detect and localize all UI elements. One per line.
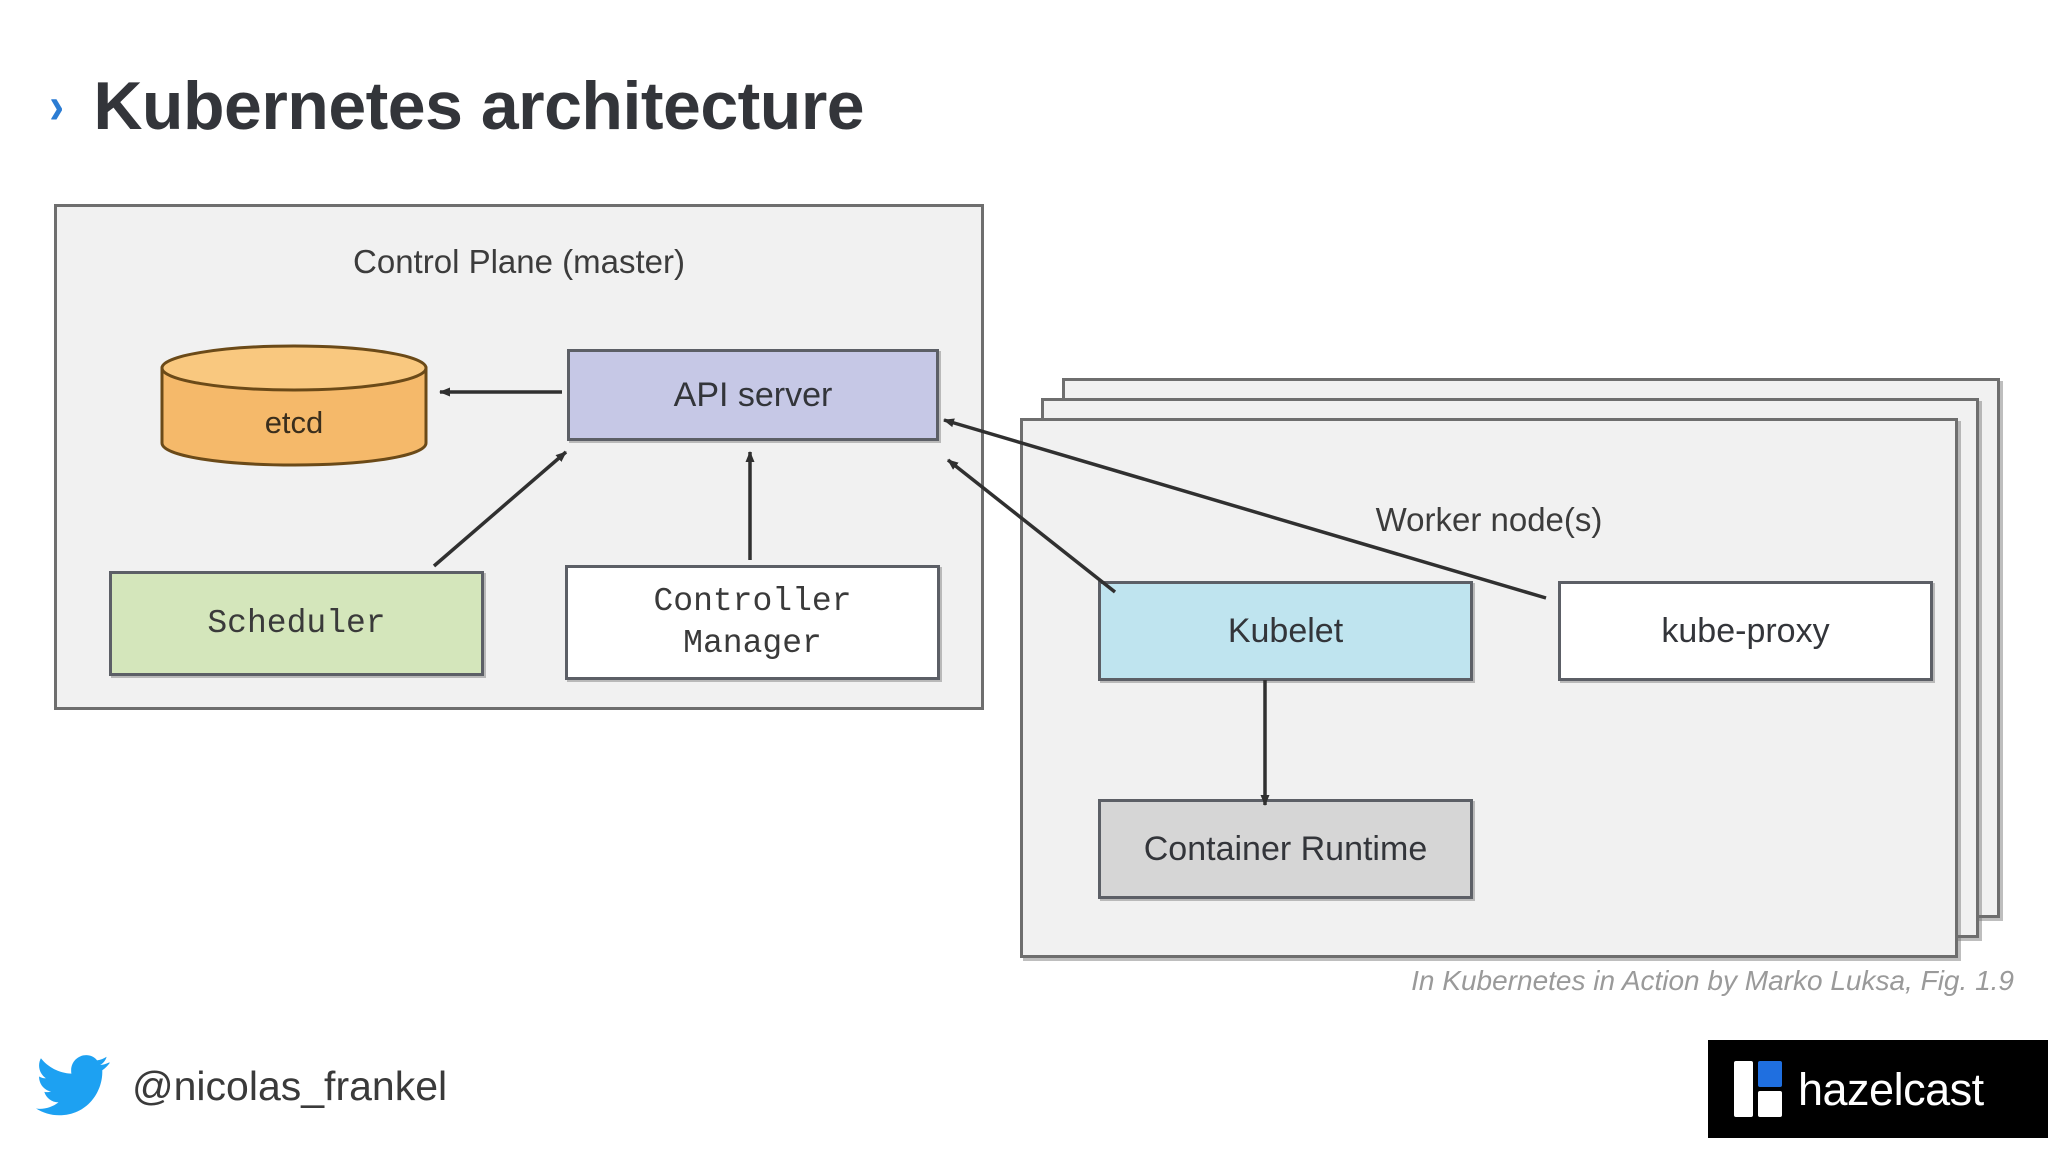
arrow-kubelet-to-apiserver — [946, 458, 1117, 594]
footer-twitter-credit: @nicolas_frankel — [36, 1055, 447, 1117]
kube-proxy-node: kube-proxy — [1558, 581, 1933, 681]
hazelcast-blue-square-shape — [1758, 1061, 1782, 1087]
slide-header: › Kubernetes architecture — [48, 72, 864, 140]
controller-manager-node: Controller Manager — [565, 565, 940, 680]
control-plane-container: Control Plane (master) etcd API server S… — [54, 204, 984, 710]
hazelcast-white-square-shape — [1758, 1091, 1782, 1117]
cylinder-icon — [160, 344, 428, 467]
worker-node-card-back — [1062, 378, 2000, 918]
hazelcast-mark-icon — [1734, 1061, 1782, 1117]
hazelcast-wordmark: hazelcast — [1798, 1063, 1984, 1115]
controller-manager-label-line2: Manager — [683, 624, 822, 662]
hazelcast-bar-shape — [1734, 1061, 1753, 1117]
figure-caption: In Kubernetes in Action by Marko Luksa, … — [1411, 965, 2014, 996]
etcd-node: etcd — [159, 343, 429, 468]
scheduler-node: Scheduler — [109, 571, 484, 676]
worker-node-card-front: Worker node(s) Kubelet kube-proxy Contai… — [1020, 418, 1958, 958]
twitter-bird-icon — [36, 1055, 110, 1116]
controller-manager-label-line1: Controller — [653, 583, 852, 621]
twitter-handle-label: @nicolas_frankel — [132, 1062, 448, 1109]
worker-node-card-middle — [1041, 398, 1979, 938]
api-server-node: API server — [567, 349, 939, 441]
worker-nodes-label: Worker node(s) — [1375, 501, 1603, 538]
page-title: Kubernetes architecture — [93, 68, 865, 144]
control-plane-label: Control Plane (master) — [353, 243, 685, 280]
hazelcast-logo: hazelcast — [1708, 1040, 2048, 1138]
arrow-scheduler-to-apiserver — [432, 450, 568, 568]
etcd-label: etcd — [264, 405, 324, 440]
arrow-kubeproxy-to-apiserver — [943, 418, 1547, 600]
worker-nodes-stack: Worker node(s) Kubelet kube-proxy Contai… — [1020, 378, 2020, 958]
chevron-right-icon: › — [49, 77, 65, 135]
container-runtime-node: Container Runtime — [1098, 799, 1473, 899]
kubelet-node: Kubelet — [1098, 581, 1473, 681]
